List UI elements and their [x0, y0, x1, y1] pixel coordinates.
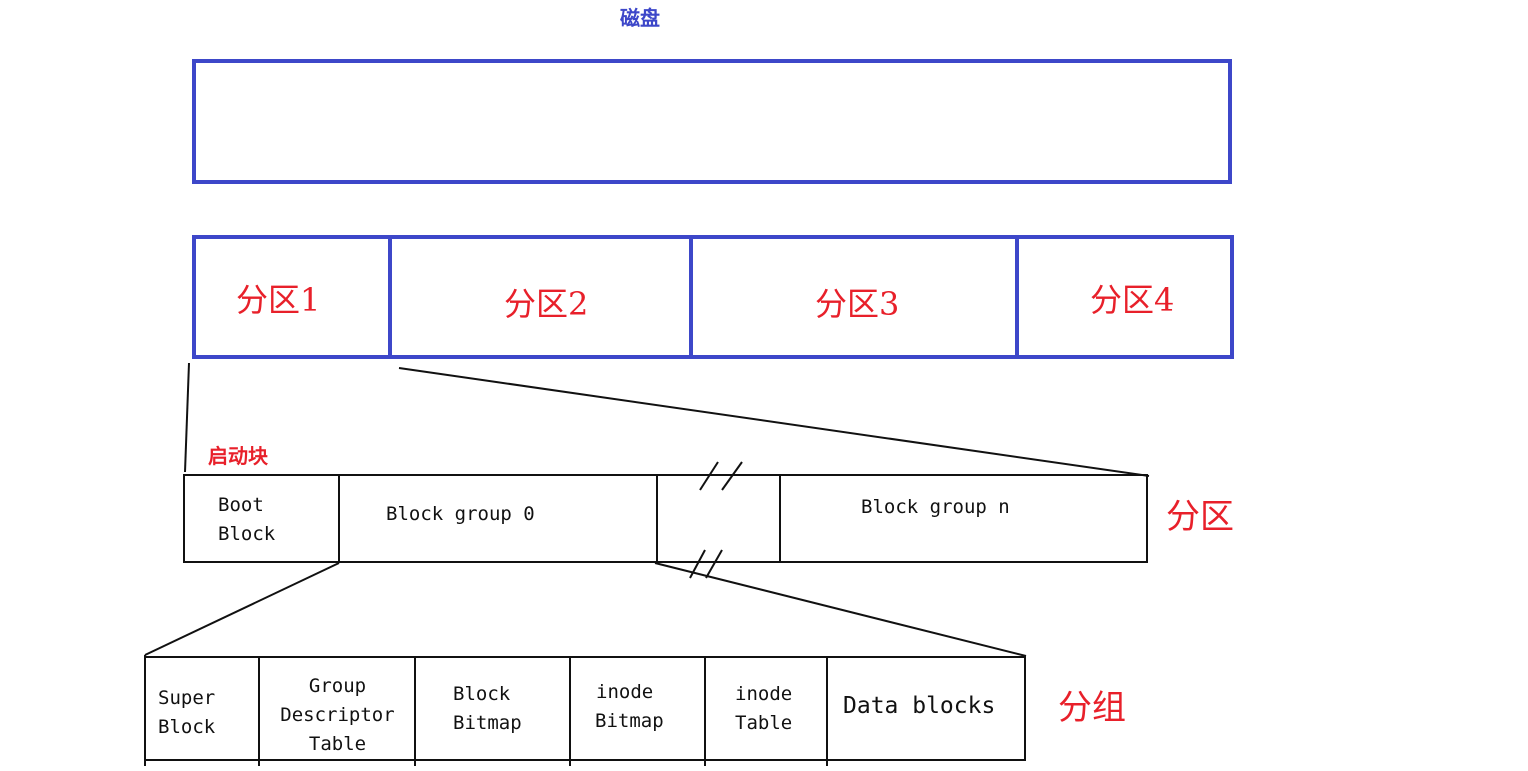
- inode-bitmap-line-1: inode: [596, 681, 654, 703]
- group-zoom-line-left: [144, 562, 340, 656]
- partition-row: 分区1 分区2 分区3 分区4: [192, 235, 1234, 359]
- partition-4: 分区4: [1019, 239, 1230, 355]
- block-group-n: Block group n: [861, 496, 1010, 518]
- disk-title: 磁盘: [620, 6, 660, 30]
- zoom-line-left: [184, 362, 190, 473]
- boot-block-line-1: Boot: [218, 494, 264, 516]
- partition-1: 分区1: [196, 239, 392, 355]
- inode-table-line-2: Table: [735, 712, 793, 734]
- partition-3-label: 分区3: [815, 285, 900, 323]
- gdt-line-3: Table: [308, 733, 367, 755]
- block-bitmap-line-2: Bitmap: [453, 712, 522, 734]
- partition-detail-frame: [183, 474, 1148, 563]
- block-group-0: Block group 0: [386, 503, 535, 525]
- break-mark-bottom-2: [705, 549, 723, 579]
- boot-block-caption: 启动块: [208, 444, 268, 468]
- boot-block-line-2: Block: [218, 523, 276, 545]
- group-side-label: 分组: [1058, 688, 1126, 728]
- break-mark-top-1: [699, 461, 719, 491]
- zoom-line-right: [398, 367, 1150, 477]
- data-blocks: Data blocks: [843, 693, 996, 719]
- gdt-line-2: Descriptor: [280, 704, 395, 726]
- partition-2: 分区2: [392, 239, 693, 355]
- inode-bitmap-line-2: Bitmap: [595, 710, 664, 732]
- partition-4-label: 分区4: [1090, 281, 1175, 319]
- inode-table-line-1: inode: [735, 683, 793, 705]
- partition-3: 分区3: [693, 239, 1019, 355]
- super-block-line-2: Block: [158, 716, 216, 738]
- group-zoom-line-right: [654, 562, 1027, 657]
- partition-side-label: 分区: [1166, 497, 1234, 537]
- partition-2-label: 分区2: [504, 285, 589, 323]
- super-block-line-1: Super: [158, 687, 216, 709]
- gdt-line-1: Group: [308, 675, 367, 697]
- block-bitmap-line-1: Block: [453, 683, 511, 705]
- disk-box: [192, 59, 1232, 184]
- break-mark-top-2: [721, 461, 743, 491]
- partition-1-label: 分区1: [236, 281, 321, 319]
